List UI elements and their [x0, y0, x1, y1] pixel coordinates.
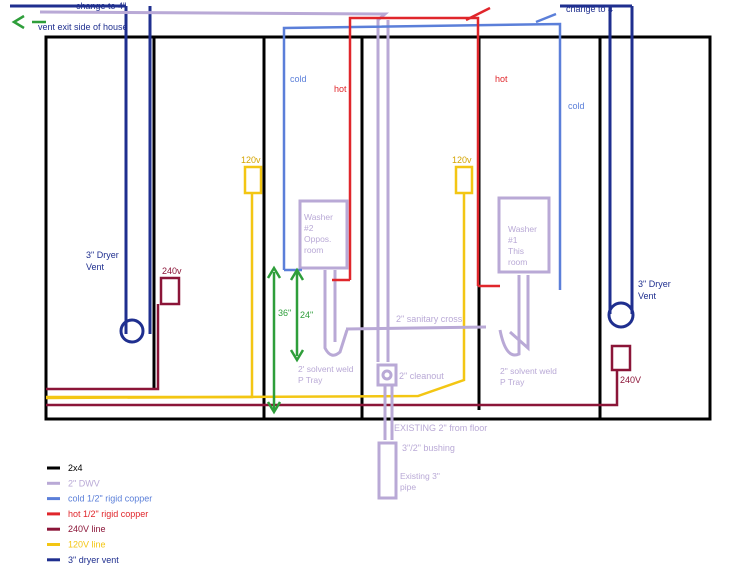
dryer-vent-right-outlet — [607, 301, 635, 329]
legend-item: 2" DWV — [47, 478, 100, 488]
hot-pipe-riser — [465, 6, 491, 22]
label-cleanout: 2" cleanout — [399, 371, 444, 381]
legend-label: cold 1/2" rigid copper — [68, 494, 152, 504]
labels: change to 4" change to 4" vent exit side… — [38, 1, 673, 492]
line-120v — [45, 165, 474, 400]
outlet-240v-right — [610, 344, 632, 372]
legend-label: 3" dryer vent — [68, 555, 119, 565]
dwv-sanitary-cross — [345, 325, 487, 331]
hot-water — [332, 6, 500, 288]
label-dryer-right: 3" Dryer Vent — [638, 279, 673, 301]
dryer-vent-right — [560, 4, 634, 314]
outlet-120v-right — [454, 165, 474, 195]
legend-label: 2" DWV — [68, 478, 100, 488]
cold-pipe-top — [535, 12, 557, 24]
label-existing-floor: EXISTING 2" from floor — [394, 423, 487, 433]
label-vent-exit: vent exit side of house — [38, 22, 128, 32]
bushing-3in-pipe — [377, 441, 398, 500]
label-dim-24: 24" — [300, 310, 313, 320]
label-washer-2: Washer #2 Oppos. room — [304, 212, 335, 255]
dimensions — [266, 265, 305, 415]
label-120v-left: 120v — [241, 155, 261, 165]
cold-water — [282, 12, 562, 290]
dryer-vent-left-outlet — [119, 318, 145, 344]
existing-2in-pipe — [383, 385, 394, 440]
legend: 2x4 2" DWV cold 1/2" rigid copper hot 1/2" … — [47, 463, 152, 565]
label-240v-left: 240v — [162, 266, 182, 276]
label-120v-right: 120v — [452, 155, 472, 165]
label-ptrap-right: 2" solvent weld P Tray — [500, 366, 559, 387]
legend-label: 120V line — [68, 540, 106, 550]
dryer-vent-left — [10, 4, 152, 334]
label-change-right: change to 4" — [566, 4, 616, 14]
cleanout-cap — [381, 369, 393, 381]
legend-label: hot 1/2" rigid copper — [68, 509, 148, 519]
label-ptrap-left: 2' solvent weld P Tray — [298, 364, 356, 385]
legend-label: 2x4 — [68, 463, 83, 473]
dwv-ptrap-left — [323, 270, 349, 357]
label-hot-right: hot — [495, 74, 508, 84]
label-bushing: 3"/2" bushing — [402, 443, 455, 453]
legend-item: 2x4 — [47, 463, 83, 473]
legend-label: 240V line — [68, 524, 106, 534]
label-dim-36: 36" — [278, 308, 291, 318]
label-cold-right: cold — [568, 101, 585, 111]
cold-pipe-left — [282, 22, 562, 290]
legend-item: 240V line — [47, 524, 106, 534]
washer-box-1 — [497, 196, 551, 274]
label-dryer-left: 3" Dryer Vent — [86, 250, 121, 272]
label-existing-pipe: Existing 3" pipe — [400, 471, 442, 492]
label-change-left: change to 4" — [76, 1, 126, 11]
dwv-vent-stack — [39, 10, 390, 362]
label-240v-right: 240V — [620, 375, 641, 385]
legend-item: 120V line — [47, 540, 106, 550]
wire-240v-right — [46, 370, 619, 407]
wire-120v-right — [45, 193, 466, 400]
wire-240v-left — [46, 304, 160, 391]
label-sanitary-cross: 2" sanitary cross — [396, 314, 463, 324]
label-washer-1: Washer #1 This room — [508, 224, 539, 267]
legend-item: hot 1/2" rigid copper — [47, 509, 148, 519]
hot-pipe — [348, 16, 480, 286]
legend-item: 3" dryer vent — [47, 555, 119, 565]
label-hot-left: hot — [334, 84, 347, 94]
outlet-240v-left — [159, 276, 181, 306]
line-240v — [46, 276, 632, 407]
dryer-vents — [10, 4, 635, 344]
label-cold-left: cold — [290, 74, 307, 84]
legend-item: cold 1/2" rigid copper — [47, 494, 152, 504]
washer-box-2 — [298, 199, 349, 270]
vent-exit-arrow — [11, 14, 46, 30]
outlet-120v-left — [243, 165, 263, 195]
dwv-ptrap-right — [498, 275, 530, 357]
cleanout — [376, 363, 398, 387]
